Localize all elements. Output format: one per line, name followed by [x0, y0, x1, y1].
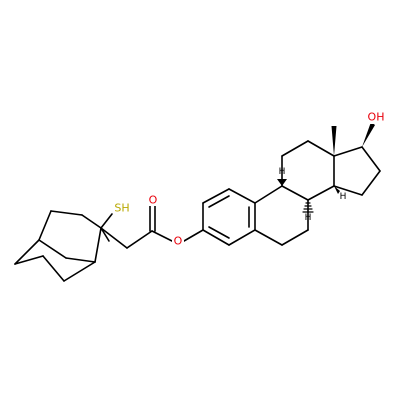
bond — [50, 210, 83, 216]
aromatic-inner-bond — [208, 195, 230, 208]
bond — [63, 261, 96, 282]
bond — [254, 229, 283, 246]
bond — [333, 146, 363, 157]
bond — [361, 170, 381, 196]
bond — [281, 185, 309, 201]
aromatic-ring-a — [202, 188, 256, 246]
bond — [126, 230, 153, 249]
h-wedge-c9 — [277, 179, 287, 186]
bond — [228, 229, 256, 246]
ring-d — [333, 146, 381, 196]
thiol-acetate-linker — [100, 205, 204, 249]
hydroxyl-label: OH — [368, 111, 385, 124]
bond — [307, 140, 335, 157]
ring-b — [254, 185, 309, 246]
o-aryl-bond — [183, 229, 204, 242]
bond — [281, 229, 309, 246]
bond — [81, 214, 102, 229]
methyl-wedge-bond — [331, 126, 337, 156]
adamantane-cage — [14, 210, 110, 282]
carbonyl-oxygen-label: O — [149, 194, 158, 207]
bond — [94, 227, 102, 263]
h-hash-c8 — [302, 202, 314, 213]
bond — [202, 188, 230, 204]
aromatic-inner-bond — [208, 226, 230, 239]
bond — [228, 188, 256, 204]
stereo-h-label-c14: H — [340, 192, 347, 202]
c-s-bond — [100, 213, 113, 229]
bond — [100, 227, 128, 249]
ester-oxygen-label: O — [174, 235, 183, 248]
stereo-h-label-c9: H — [279, 167, 286, 177]
bond — [14, 239, 40, 265]
bond — [65, 257, 96, 263]
bond — [254, 185, 283, 204]
c-o-ester-bond — [151, 230, 173, 242]
hydroxyl-wedge-bond — [362, 122, 375, 147]
bond — [361, 146, 381, 172]
bond — [14, 255, 44, 265]
stereo-bonds — [277, 122, 375, 213]
stereo-h-label-c8: H — [305, 213, 312, 223]
bond — [307, 185, 335, 201]
bond — [38, 210, 52, 241]
atom-labels: SH O O OH H H H — [113, 111, 385, 248]
bond — [100, 227, 110, 242]
bond — [202, 229, 230, 246]
bond — [38, 239, 67, 259]
bond — [42, 255, 65, 282]
bond — [333, 185, 363, 196]
h-wedge-c14 — [334, 186, 340, 194]
thiol-label: SH — [114, 202, 129, 215]
ring-c — [281, 140, 335, 201]
bond — [281, 140, 309, 157]
